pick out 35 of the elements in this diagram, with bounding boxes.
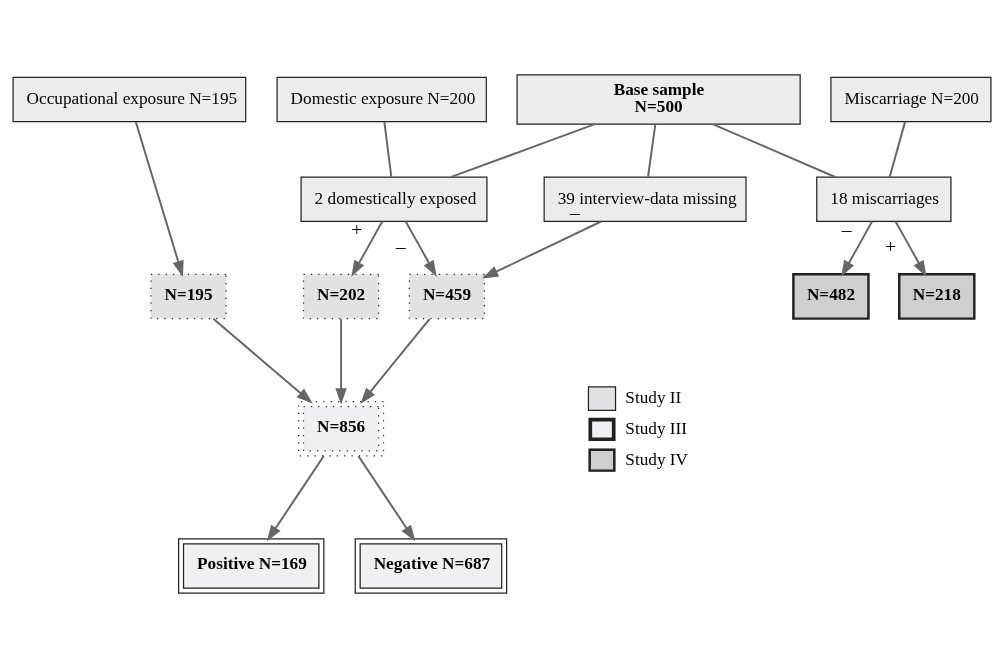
node-box: Domestic exposure N=200 (276, 76, 487, 123)
arrow (894, 220, 927, 277)
node-box: Negative N=687 (354, 538, 508, 594)
arrow (841, 220, 874, 277)
node-box: N=202 (302, 273, 380, 320)
arrow (360, 318, 431, 404)
arrow (134, 120, 184, 277)
connector (712, 123, 837, 178)
node-box: Miscarriage N=200 (830, 76, 992, 123)
legend-label: Study III (625, 418, 688, 438)
edge-label: – (395, 234, 406, 257)
arrow (266, 455, 325, 542)
arrow (212, 317, 313, 404)
legend-label: Study II (625, 388, 682, 408)
node-box: 18 miscarriages (816, 176, 952, 222)
connector (647, 123, 657, 178)
arrow (404, 220, 437, 277)
node-box: 2 domestically exposed (300, 176, 488, 222)
arrow (357, 455, 416, 542)
connector (383, 120, 393, 178)
arrow (351, 220, 384, 277)
node-box: N=482 (792, 273, 870, 320)
node-box: N=218 (898, 273, 976, 320)
edge-label: + (884, 234, 897, 257)
node-box: Base sample N=500 (516, 74, 801, 125)
arrow (335, 318, 347, 405)
node-box: N=195 (150, 273, 227, 320)
node-box: Positive N=169 (178, 538, 325, 594)
node-box: N=459 (408, 273, 486, 320)
node-box: N=856 (298, 401, 385, 457)
connector (450, 123, 596, 178)
connector (888, 120, 907, 178)
arrow (482, 220, 603, 279)
legend-label: Study IV (625, 449, 689, 469)
node-box: Occupational exposure N=195 (12, 76, 247, 123)
